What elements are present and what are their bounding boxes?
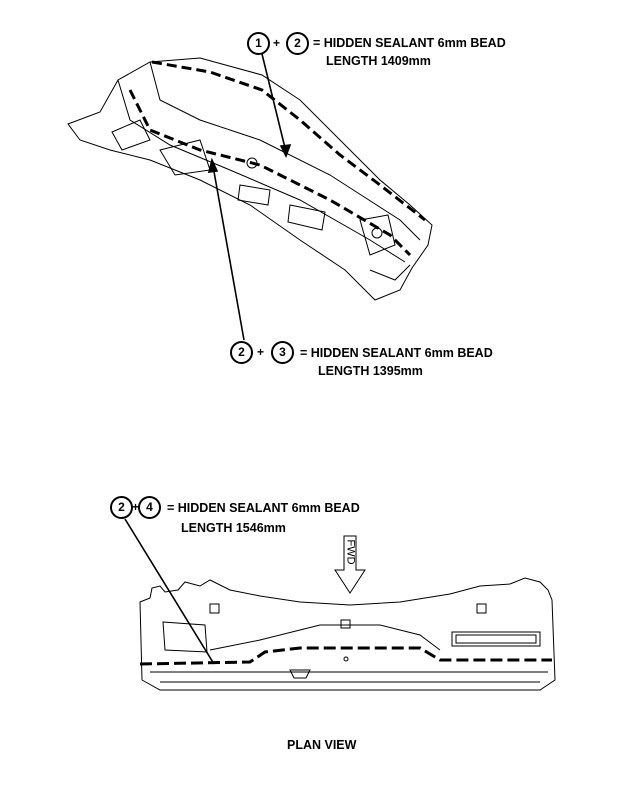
- callout-2-text: = HIDDEN SEALANT 6mm BEAD: [300, 346, 493, 360]
- sealant-bead-upper: [128, 60, 426, 257]
- view-label: PLAN VIEW: [287, 738, 357, 752]
- callout-1-number-a: 1: [247, 32, 270, 55]
- cowl-panel-plan-view: [139, 577, 556, 691]
- plus-sign: +: [257, 345, 265, 359]
- callout-3-length: LENGTH 1546mm: [181, 521, 286, 535]
- callout-1-text: = HIDDEN SEALANT 6mm BEAD: [313, 36, 506, 50]
- callout-2-length: LENGTH 1395mm: [318, 364, 423, 378]
- fwd-label: FWD: [344, 539, 357, 565]
- plus-sign: +: [132, 500, 140, 514]
- callout-1-length: LENGTH 1409mm: [326, 54, 431, 68]
- sealant-bead-plan: [139, 646, 552, 666]
- callout-2-number-b: 3: [271, 341, 294, 364]
- plus-sign: +: [273, 36, 281, 50]
- cowl-panel-isometric: [67, 57, 433, 301]
- callout-3-text: = HIDDEN SEALANT 6mm BEAD: [167, 501, 360, 515]
- fwd-arrow-icon: [334, 535, 366, 594]
- callout-1-number-b: 2: [286, 32, 309, 55]
- callout-2-number-a: 2: [230, 341, 253, 364]
- callout-3-number-b: 4: [138, 496, 161, 519]
- callout-3-number-a: 2: [110, 496, 133, 519]
- leader-lines: [124, 53, 292, 665]
